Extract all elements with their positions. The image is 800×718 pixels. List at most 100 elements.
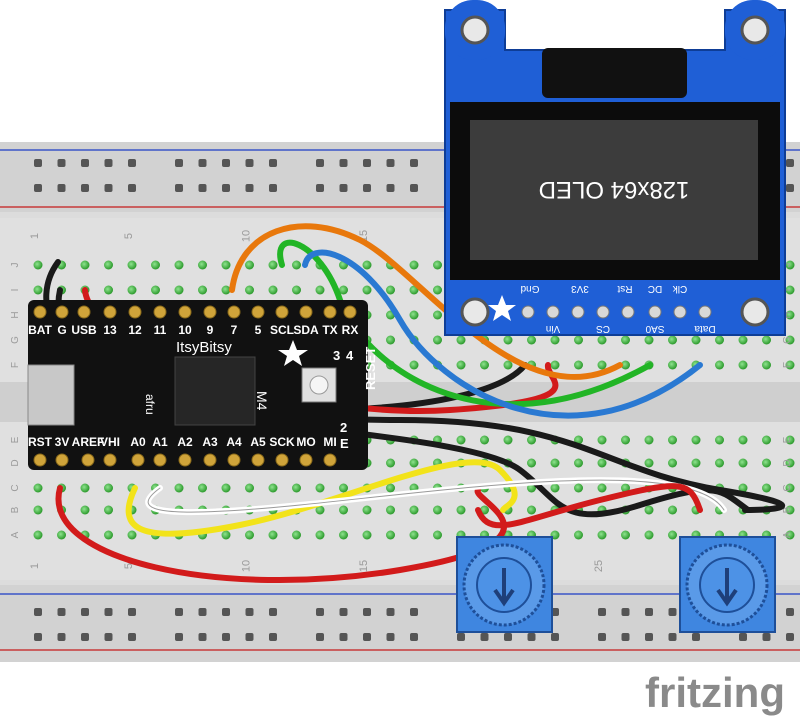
rail-hole <box>363 184 371 192</box>
terminal-hole <box>785 285 795 295</box>
oled-ribbon <box>542 48 687 98</box>
board-pin-pad <box>203 305 217 319</box>
rail-hole <box>222 184 230 192</box>
terminal-hole <box>644 505 654 515</box>
terminal-hole <box>668 505 677 515</box>
wire-orange-scl <box>229 223 623 381</box>
board-pin-pad <box>77 305 91 319</box>
terminal-hole <box>221 483 231 493</box>
board-pin-pad <box>55 453 69 467</box>
row-letter: I <box>782 289 793 292</box>
terminal-hole <box>386 505 395 515</box>
rail-hole <box>269 633 277 641</box>
terminal-hole <box>362 260 372 270</box>
rail-hole <box>410 633 418 641</box>
terminal-hole <box>104 483 113 493</box>
board-top-pin-label: 9 <box>207 323 214 337</box>
terminal-hole <box>621 435 630 445</box>
oled-pin-label-bottom: CS <box>596 323 610 334</box>
right-pin-e: E <box>340 436 349 451</box>
terminal-hole <box>127 285 137 295</box>
terminal-hole <box>574 458 583 468</box>
terminal-hole <box>574 360 583 370</box>
board-bottom-pin-label: RST <box>28 435 53 449</box>
terminal-hole <box>527 483 536 493</box>
board-pin-pad <box>227 453 241 467</box>
rail-hole <box>692 633 700 641</box>
terminal-hole <box>597 458 607 468</box>
oled-pin-label-top: Clk <box>672 283 687 294</box>
terminal-hole <box>409 458 419 468</box>
terminal-hole <box>268 530 278 540</box>
terminal-hole <box>785 360 795 370</box>
oled-hole-tl <box>460 15 490 45</box>
terminal-hole <box>315 530 325 540</box>
board-pin-pad <box>103 453 117 467</box>
rail-hole <box>198 184 207 192</box>
terminal-hole <box>104 530 113 540</box>
terminal-hole <box>762 435 771 445</box>
rail-hole <box>786 608 794 616</box>
terminal-hole <box>550 335 560 345</box>
terminal-hole <box>644 458 654 468</box>
terminal-hole <box>339 483 348 493</box>
rail-hole <box>645 608 653 616</box>
oled-pin-label-top: Gnd <box>521 283 540 294</box>
bottom-power-rail <box>0 585 800 662</box>
row-letter: C <box>10 484 21 491</box>
board-pin-pad <box>275 305 289 319</box>
oled-pin-pad <box>571 305 585 319</box>
oled-hole-bl <box>460 297 490 327</box>
rail-hole <box>245 184 254 192</box>
board-pin-pad <box>203 453 217 467</box>
rail-hole <box>386 159 395 167</box>
oled-label: 128x64 OLED <box>539 176 690 203</box>
oled-pin-label-top: 3V3 <box>571 283 589 294</box>
terminal-hole <box>386 530 395 540</box>
terminal-hole <box>668 335 677 345</box>
rail-hole <box>457 633 465 641</box>
rail-hole <box>739 633 747 641</box>
terminal-hole <box>644 335 654 345</box>
terminal-hole <box>409 505 419 515</box>
row-letter: D <box>10 459 21 466</box>
terminal-hole <box>409 360 419 370</box>
board-bottom-pin-label: SCK <box>269 435 295 449</box>
pot-left-arrow-icon <box>493 568 515 607</box>
rail-hole <box>34 159 42 167</box>
column-number-top: 1 <box>29 233 41 239</box>
terminal-hole <box>738 458 748 468</box>
terminal-hole <box>527 505 536 515</box>
rail-hole <box>269 159 277 167</box>
wire-red-pot-link <box>475 483 703 529</box>
board-pin-pad <box>275 453 289 467</box>
terminal-hole <box>785 435 795 445</box>
board-pin-pad <box>251 305 265 319</box>
pot-right-arrow-icon <box>716 568 738 607</box>
terminal-hole <box>456 360 466 370</box>
wire-blue-data <box>302 249 703 419</box>
rail-hole <box>786 633 794 641</box>
rail-hole <box>316 159 324 167</box>
rail-hole <box>645 633 653 641</box>
rail-hole <box>104 184 113 192</box>
terminal-hole <box>151 260 160 270</box>
terminal-hole <box>480 360 489 370</box>
wires-front <box>125 459 727 537</box>
terminal-hole <box>245 483 254 493</box>
rail-hole <box>222 608 230 616</box>
rail-hole <box>762 633 771 641</box>
terminal-hole <box>198 483 207 493</box>
terminal-hole <box>80 260 90 270</box>
oled-hole-br <box>740 297 770 327</box>
board-pin-pad <box>251 453 265 467</box>
terminal-hole <box>785 505 795 515</box>
oled-pin-pad <box>673 305 687 319</box>
row-letter: G <box>782 336 793 344</box>
board-top-pin-label: RX <box>342 323 359 337</box>
rail-hole <box>269 608 277 616</box>
rail-hole <box>269 184 277 192</box>
board-pin-pad <box>128 305 142 319</box>
